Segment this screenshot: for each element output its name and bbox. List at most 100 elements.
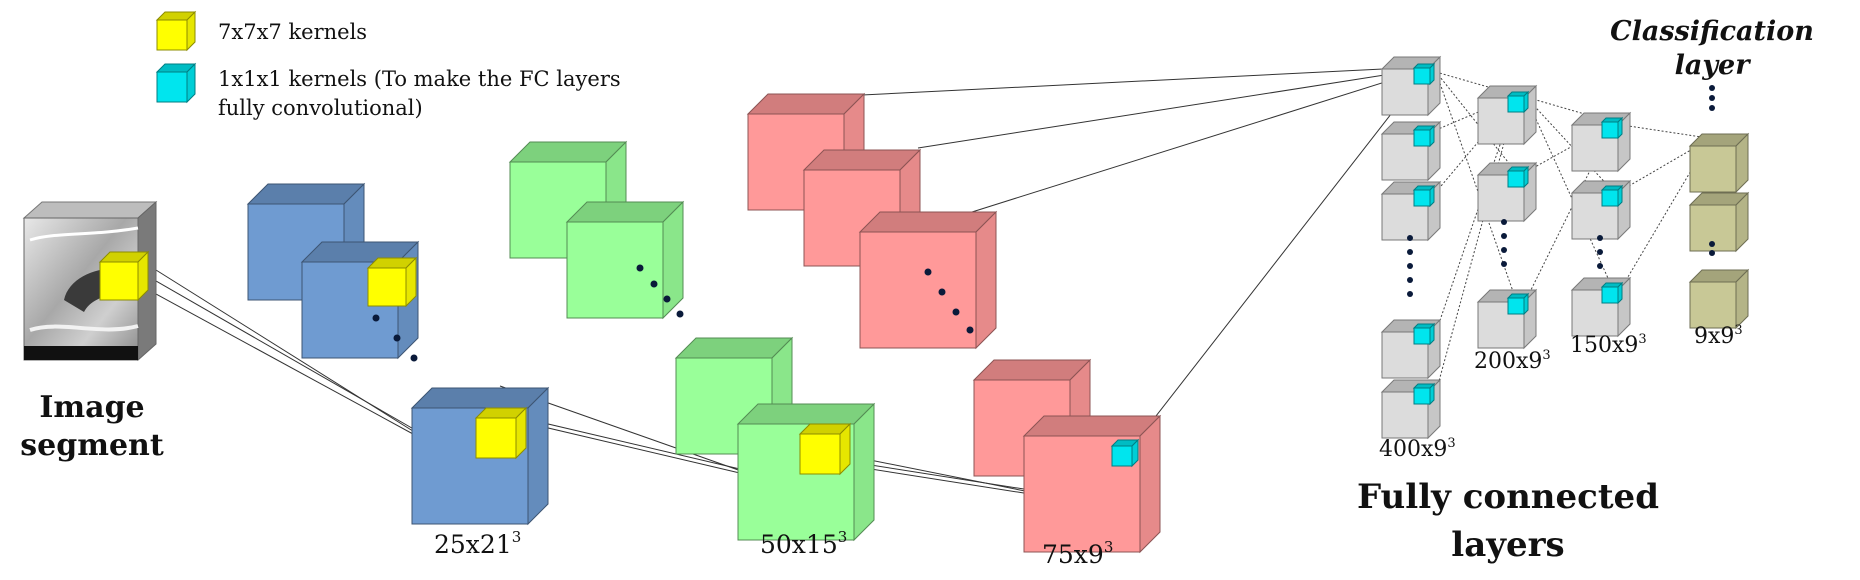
cube-side <box>975 210 997 350</box>
cube-top <box>410 387 550 409</box>
image-segment-top <box>22 201 158 219</box>
cube-side <box>1429 184 1435 208</box>
brain-fold-2 <box>29 324 139 332</box>
fc400-neuron-icon <box>1412 184 1436 208</box>
ellipsis-dot <box>1501 247 1507 253</box>
classification-layer: Classification layer 9x93 <box>1610 16 1814 349</box>
cube-front <box>1413 67 1431 85</box>
blue-dimension-label: 25x213 <box>434 528 521 559</box>
red-dimension-label: 75x93 <box>1042 538 1113 569</box>
cube-side <box>1429 382 1435 406</box>
red-kernel-cube-icon <box>1110 438 1140 468</box>
ellipsis-dot <box>1709 85 1715 91</box>
fc200-neuron-icon <box>1506 165 1530 189</box>
cube-side <box>853 402 875 542</box>
legend: 7x7x7 kernels 1x1x1 kernels (To make the… <box>155 10 621 120</box>
cube-front <box>1507 297 1525 315</box>
ellipsis-dot <box>1501 219 1507 225</box>
cube-front <box>367 267 407 307</box>
cube-front <box>156 71 188 103</box>
fc-layer-400: 400x93 <box>1379 55 1456 462</box>
red-feature-map-5 <box>1022 414 1162 554</box>
cube-side <box>1523 165 1529 189</box>
cube-side <box>1429 322 1435 346</box>
cube-top <box>736 403 876 425</box>
ellipsis-dot <box>924 268 932 276</box>
ellipsis-dot <box>650 280 658 288</box>
fc400-neuron-icon <box>1412 124 1436 148</box>
cube-front <box>1601 121 1619 139</box>
cube-side <box>1429 124 1435 148</box>
ellipsis-dot <box>1709 95 1715 101</box>
green-feature-map-2 <box>565 200 685 320</box>
cube-top <box>1022 415 1162 437</box>
cube-front <box>1507 170 1525 188</box>
image-segment-kernel-cube-icon <box>98 250 150 302</box>
cube-front <box>1413 189 1431 207</box>
conv-block-green: 50x153 <box>508 140 876 559</box>
ellipsis-dot <box>1597 249 1603 255</box>
ellipsis-dot <box>410 354 418 362</box>
fc400-neuron-icon <box>1412 62 1436 86</box>
fc200-dimension-label: 200x93 <box>1474 348 1551 374</box>
fc-title-line1: Fully connected <box>1357 477 1659 517</box>
cube-side <box>1429 62 1435 86</box>
ellipsis-dot <box>636 264 644 272</box>
cube-front <box>1413 327 1431 345</box>
legend-yellow-cube-icon <box>155 10 197 52</box>
cube-front <box>99 261 139 301</box>
image-segment-strip <box>24 346 138 360</box>
legend-cyan-label-line1: 1x1x1 kernels (To make the FC layers <box>218 67 621 91</box>
cube-side <box>1523 292 1529 316</box>
fc-title-line2: layers <box>1451 525 1564 565</box>
cube-front <box>1689 281 1737 329</box>
legend-yellow-label: 7x7x7 kernels <box>218 20 367 44</box>
class-neuron <box>1688 191 1750 253</box>
cube-side <box>527 386 549 526</box>
image-segment-label-line2: segment <box>20 428 164 463</box>
ellipsis-dot <box>1597 235 1603 241</box>
red-feature-map-3 <box>858 210 998 350</box>
ellipsis-dot <box>1709 241 1715 247</box>
ellipsis-dot <box>938 288 946 296</box>
ellipsis-dot <box>1407 277 1413 283</box>
class-neuron <box>1688 132 1750 194</box>
fc200-neuron-icon <box>1506 90 1530 114</box>
fc150-neuron-icon <box>1600 116 1624 140</box>
ellipsis-dot <box>1709 250 1715 256</box>
cube-front <box>1601 189 1619 207</box>
ellipsis-dot <box>663 295 671 303</box>
ellipsis-dot <box>1501 261 1507 267</box>
cube-side <box>1617 116 1623 140</box>
cube-front <box>1507 95 1525 113</box>
fc400-neuron-icon <box>1412 382 1436 406</box>
ellipsis-dot <box>1407 235 1413 241</box>
ellipsis-dot <box>676 310 684 318</box>
fc200-neuron-icon <box>1506 292 1530 316</box>
cube-side <box>1617 184 1623 208</box>
ellipsis-dot <box>1407 263 1413 269</box>
cube-side <box>1617 281 1623 305</box>
ellipsis-dot <box>952 308 960 316</box>
fc150-neuron-icon <box>1600 281 1624 305</box>
blue-kernel-cube-icon-2 <box>474 406 528 460</box>
ellipsis-dot <box>393 334 401 342</box>
cube-front <box>1023 435 1141 553</box>
conv-block-red: 75x93 <box>746 92 1162 569</box>
fc400-neuron-icon <box>1412 322 1436 346</box>
ellipsis-dot <box>1407 249 1413 255</box>
cube-front <box>1601 286 1619 304</box>
fc-layer-200: 200x93 <box>1474 84 1551 374</box>
image-segment: Image segment <box>20 200 164 463</box>
fc150-neuron-icon <box>1600 184 1624 208</box>
cube-front <box>1413 129 1431 147</box>
blue-kernel-cube-icon <box>366 256 418 308</box>
ellipsis-dot <box>1407 291 1413 297</box>
legend-cyan-label-line2: fully convolutional) <box>218 96 423 120</box>
class-neuron <box>1688 268 1750 330</box>
cube-side <box>1523 90 1529 114</box>
green-dimension-label: 50x153 <box>760 528 847 559</box>
classification-title-line2: layer <box>1675 50 1752 81</box>
cube-front <box>566 221 664 319</box>
